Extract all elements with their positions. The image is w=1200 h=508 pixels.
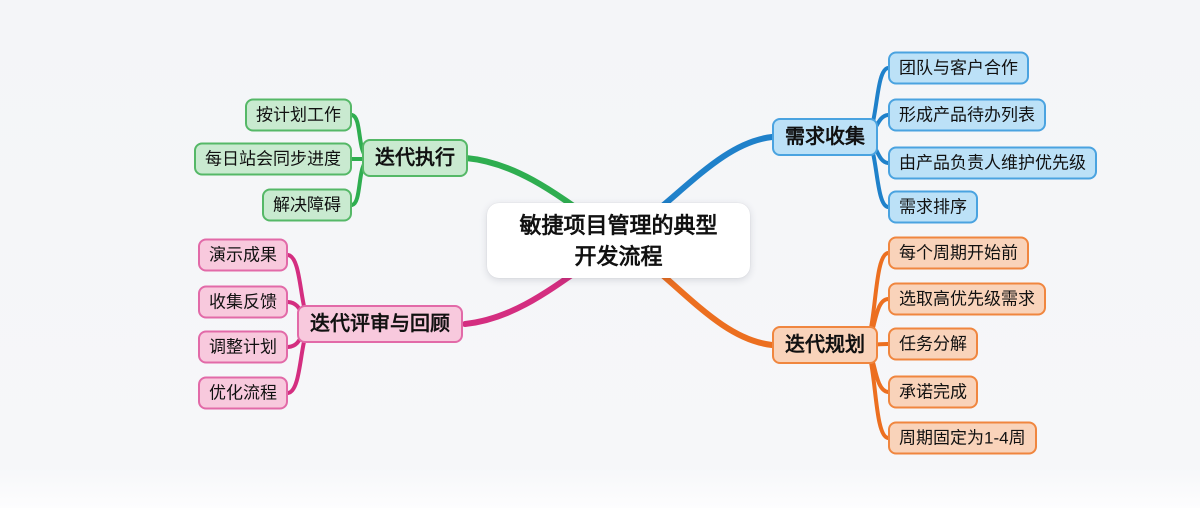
subtopic-node[interactable]: 调整计划 — [198, 330, 288, 364]
subtopic-node[interactable]: 优化流程 — [198, 376, 288, 410]
root-topic-node[interactable]: 敏捷项目管理的典型 开发流程 — [487, 203, 750, 278]
subtopic-node[interactable]: 选取高优先级需求 — [888, 282, 1046, 316]
subtopic-node[interactable]: 每个周期开始前 — [888, 236, 1029, 270]
subtopic-node[interactable]: 需求排序 — [888, 190, 978, 224]
root-topic-line1: 敏捷项目管理的典型 — [519, 212, 718, 238]
subtopic-node[interactable]: 周期固定为1-4周 — [888, 421, 1037, 455]
branch-node-iteration-execution[interactable]: 迭代执行 — [362, 139, 468, 177]
subtopic-node[interactable]: 按计划工作 — [245, 98, 352, 132]
subtopic-node[interactable]: 承诺完成 — [888, 375, 978, 409]
subtopic-node[interactable]: 每日站会同步进度 — [194, 142, 352, 176]
subtopic-node[interactable]: 形成产品待办列表 — [888, 98, 1046, 132]
subtopic-node[interactable]: 由产品负责人维护优先级 — [888, 146, 1097, 180]
subtopic-node[interactable]: 团队与客户合作 — [888, 51, 1029, 85]
subtopic-node[interactable]: 解决障碍 — [262, 188, 352, 222]
subtopic-node[interactable]: 任务分解 — [888, 327, 978, 361]
branch-node-requirements-collection[interactable]: 需求收集 — [772, 118, 878, 156]
subtopic-node[interactable]: 收集反馈 — [198, 285, 288, 319]
root-topic-line2: 开发流程 — [574, 243, 663, 269]
branch-node-iteration-planning[interactable]: 迭代规划 — [772, 326, 878, 364]
branch-node-review-retrospective[interactable]: 迭代评审与回顾 — [297, 305, 463, 343]
subtopic-node[interactable]: 演示成果 — [198, 238, 288, 272]
